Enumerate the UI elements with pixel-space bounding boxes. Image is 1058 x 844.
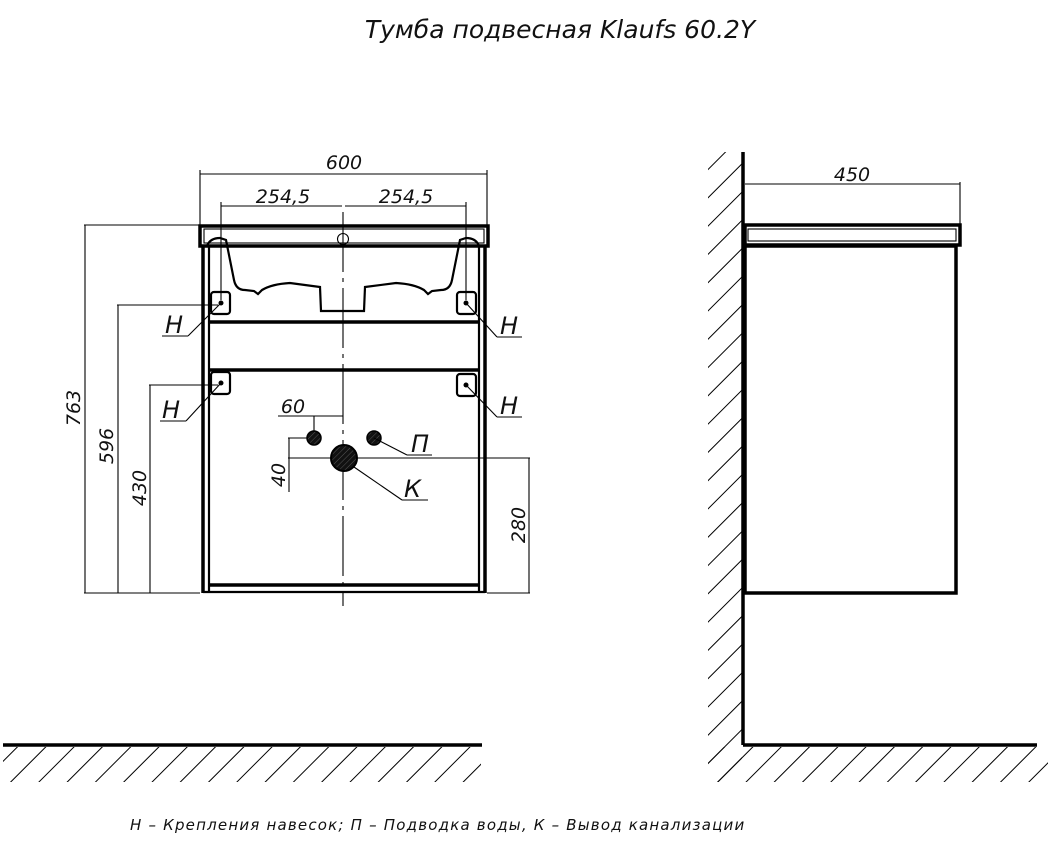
drain-outlet: К: [330, 444, 428, 503]
dim-upper-mount-height: 596: [96, 304, 218, 593]
dim-600-label: 600: [326, 152, 362, 174]
dim-596-label: 596: [96, 428, 118, 464]
side-view: 450: [708, 152, 1048, 782]
dim-lower-mount-height: 430: [129, 384, 218, 593]
dim-430-label: 430: [129, 470, 151, 506]
front-view: 600 254,5 254,5: [63, 152, 530, 606]
dim-water-offset-y: 40: [268, 437, 331, 492]
dim-overall-height: 763: [63, 224, 200, 594]
dim-450-label: 450: [834, 164, 870, 186]
dim-right-offset-label: 254,5: [379, 186, 433, 208]
mount-bracket-bottom-left: Н: [160, 370, 232, 424]
mount-bracket-top-right: Н: [455, 290, 522, 340]
mount-label-tr: Н: [500, 312, 518, 340]
water-label: П: [411, 430, 429, 458]
drawing-title: Тумба подвесная Klaufs 60.2Y: [365, 15, 757, 44]
floor-hatch: [3, 743, 482, 782]
dim-drain-height: 280: [357, 457, 530, 594]
mount-bracket-bottom-right: Н: [455, 372, 522, 420]
dim-left-offset-label: 254,5: [256, 186, 310, 208]
dim-40-label: 40: [268, 463, 290, 487]
mount-label-br: Н: [500, 392, 518, 420]
mount-bracket-top-left: Н: [162, 290, 232, 339]
dim-water-offset-x: 60: [278, 396, 343, 432]
dim-763-label: 763: [63, 390, 85, 426]
dim-overall-width: 600: [199, 152, 488, 232]
legend-text: Н – Крепления навесок; П – Подводка воды…: [130, 816, 745, 834]
dim-depth: 450: [745, 164, 961, 225]
mount-label-bl: Н: [162, 396, 180, 424]
drain-label: К: [404, 475, 422, 503]
water-inlets: П: [306, 430, 432, 458]
dim-280-label: 280: [508, 507, 530, 543]
cabinet-body: [201, 246, 487, 594]
sink-top: [198, 224, 490, 248]
mount-label-tl: Н: [165, 311, 183, 339]
dim-offsets: 254,5 254,5: [220, 186, 467, 300]
dim-60-label: 60: [281, 396, 305, 418]
